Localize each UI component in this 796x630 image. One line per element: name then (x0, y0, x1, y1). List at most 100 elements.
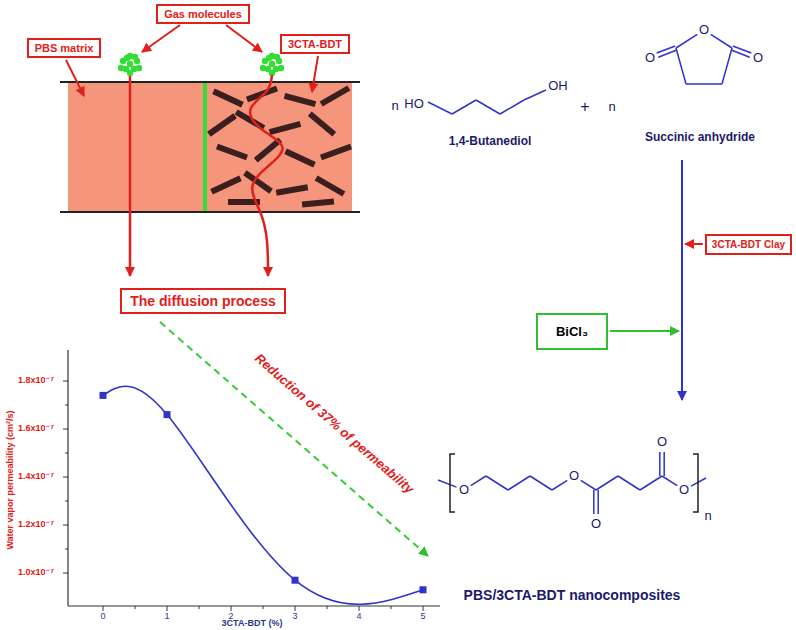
diffusion-path (129, 76, 132, 276)
tick (263, 606, 264, 609)
gas-molecule (127, 70, 133, 76)
tick (231, 606, 232, 611)
plus-sign: + (580, 98, 589, 116)
atom-label: O (459, 483, 469, 497)
atom-label: HO (404, 97, 424, 111)
gas-molecule (136, 65, 142, 71)
atom-label: O (569, 469, 579, 483)
tick-label: 1.0x10⁻⁷ (18, 568, 54, 578)
atom-label: O (645, 51, 655, 65)
tick (391, 606, 392, 609)
data-curve (103, 386, 423, 604)
clay-platelet (212, 89, 244, 108)
gas-molecule (274, 54, 280, 60)
permeability-chart (63, 322, 440, 611)
atom-label: O (591, 517, 601, 531)
gas-molecule (124, 55, 130, 61)
gas-molecule (278, 65, 284, 71)
leader-arrow (226, 25, 262, 52)
pbs-slab (68, 82, 352, 212)
clay-platelet (243, 170, 273, 193)
atom-label: O (753, 51, 763, 65)
atom-label: O (679, 483, 689, 497)
bond (508, 476, 530, 490)
bond (662, 476, 677, 486)
tick (63, 429, 68, 430)
tick-label: 1.2x10⁻⁷ (18, 520, 54, 530)
bond (500, 100, 524, 114)
clay-platelet (320, 85, 351, 106)
bond (676, 34, 697, 48)
tick (167, 606, 168, 611)
box-text: 3CTA-BDT Clay (712, 239, 785, 250)
box-text: Gas molecules (164, 8, 242, 20)
bond (428, 102, 452, 114)
tick-label: 1 (164, 612, 169, 622)
tick-label: 0 (100, 612, 105, 622)
clay-platelet (269, 121, 301, 135)
reaction-scheme (428, 34, 751, 514)
slab-edge (60, 81, 360, 83)
leader-arrow (66, 60, 84, 96)
leader-arrow (142, 25, 180, 52)
clay-platelet (320, 144, 352, 161)
clay-platelet (302, 199, 334, 208)
tick (63, 381, 68, 382)
box-text: PBS matrix (35, 42, 94, 54)
bond (581, 480, 596, 490)
clay-platelet (315, 175, 346, 196)
stoichiometry: n (608, 100, 615, 114)
gas-molecule (266, 55, 272, 61)
box-text: 3CTA-BDT (288, 38, 342, 50)
clay-platelet (207, 113, 237, 136)
data-point (292, 577, 299, 584)
bond (618, 476, 640, 490)
tick (359, 606, 360, 611)
tick (63, 525, 68, 526)
bond (476, 100, 500, 114)
callout-box: Gas molecules (156, 4, 250, 24)
slab-edge (60, 211, 360, 213)
bond (471, 476, 486, 486)
stoichiometry: n (391, 99, 398, 113)
bond (486, 476, 508, 490)
clay-platelet (246, 86, 278, 103)
repeat-bracket (450, 454, 455, 512)
tick (423, 606, 424, 611)
gas-molecule (260, 65, 266, 71)
tick (199, 606, 200, 609)
tick-label: 4 (356, 612, 361, 622)
repeat-index: n (704, 509, 711, 523)
caption-box: The diffusion process (120, 288, 285, 314)
clay-platelet (284, 149, 316, 168)
double-bond (663, 452, 665, 476)
tick-label: 1.6x10⁻⁷ (18, 424, 54, 434)
catalyst-box: BiCl₃ (536, 313, 608, 350)
clay-platelet (216, 144, 248, 161)
double-bond (659, 452, 661, 476)
atom-label: O (699, 23, 709, 37)
box-text: BiCl₃ (556, 324, 588, 339)
tick (63, 573, 68, 574)
tick (135, 606, 136, 609)
data-point (164, 411, 171, 418)
clay-platelet (308, 111, 336, 136)
tick-label: 5 (420, 612, 425, 622)
box-text: The diffusion process (130, 293, 275, 309)
data-point (100, 392, 107, 399)
atom-label: O (657, 435, 667, 449)
repeat-bracket (693, 454, 698, 512)
gas-molecule (127, 61, 133, 67)
leader-arrow (685, 243, 703, 245)
bond (524, 90, 546, 100)
bond (438, 480, 457, 487)
double-bond (733, 46, 752, 53)
double-bond (593, 490, 595, 514)
trend-arrow (160, 322, 428, 556)
bond (640, 476, 662, 490)
compound-name: Succinic anhydride (645, 131, 755, 144)
reaction-arrow (681, 160, 683, 400)
tick (63, 477, 68, 478)
